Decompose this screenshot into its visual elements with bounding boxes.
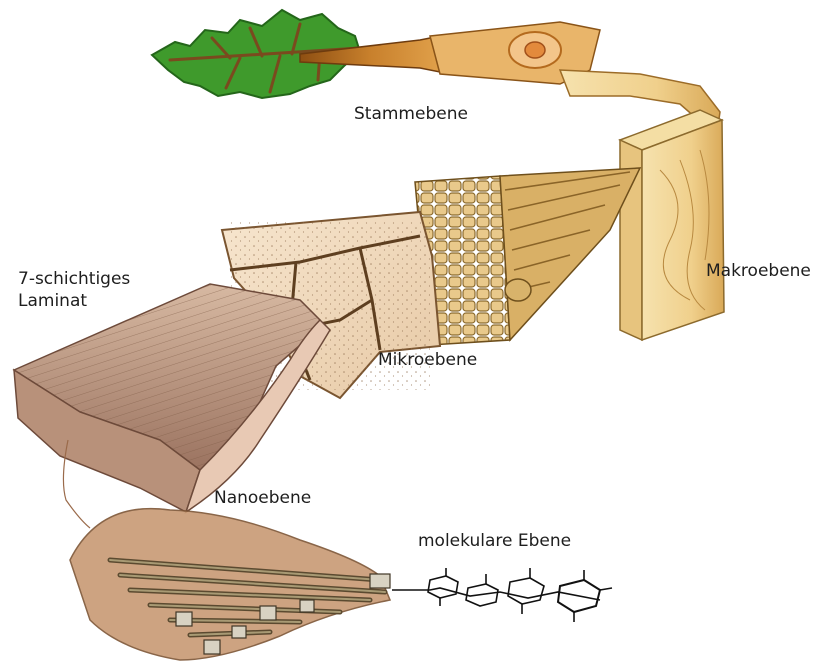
trunk-pith bbox=[525, 42, 545, 58]
glucose-ring-3 bbox=[508, 578, 544, 604]
label-laminat-line2: Laminat bbox=[18, 290, 130, 312]
label-makroebene: Makroebene bbox=[706, 260, 811, 282]
label-stammebene: Stammebene bbox=[354, 103, 468, 125]
label-laminat: 7-schichtiges Laminat bbox=[18, 268, 130, 312]
board-side bbox=[642, 120, 724, 340]
label-molekulare-ebene: molekulare Ebene bbox=[418, 530, 571, 552]
vessel-pore bbox=[505, 279, 531, 301]
label-nanoebene: Nanoebene bbox=[214, 487, 311, 509]
cellulose-molecule bbox=[392, 568, 612, 622]
glucose-ring-1 bbox=[428, 576, 458, 598]
label-laminat-line1: 7-schichtiges bbox=[18, 268, 130, 290]
nano-level-laminate bbox=[14, 284, 330, 512]
cell-block-side bbox=[500, 168, 640, 340]
macro-level-board bbox=[620, 110, 724, 340]
fibril-bundle bbox=[70, 509, 390, 660]
label-mikroebene: Mikroebene bbox=[378, 349, 477, 371]
